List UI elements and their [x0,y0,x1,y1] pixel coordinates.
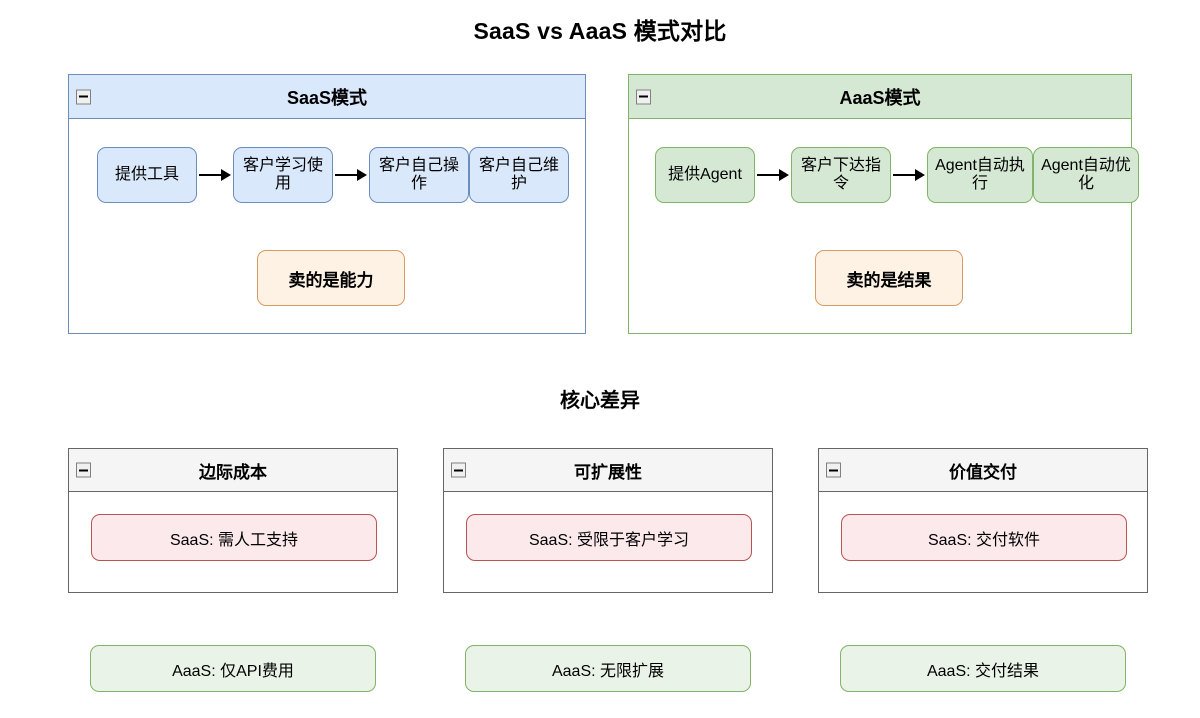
difference-card: 可扩展性 SaaS: 受限于客户学习 [443,448,773,593]
saas-value-chip[interactable]: SaaS: 受限于客户学习 [466,514,752,561]
collapse-minus-icon[interactable] [76,89,91,104]
saas-value-chip[interactable]: SaaS: 交付软件 [841,514,1127,561]
saas-tagline-box[interactable]: 卖的是能力 [257,250,405,306]
flow-step-aaas-1[interactable]: 提供Agent [655,147,755,203]
section-title-core-differences: 核心差异 [560,390,640,412]
difference-card-header: 价值交付 [819,449,1147,492]
flow-step-saas-3[interactable]: 客户自己操作 [369,147,469,203]
flow-step-aaas-3[interactable]: Agent自动执行 [927,147,1033,203]
difference-card: 价值交付 SaaS: 交付软件 [818,448,1148,593]
collapse-minus-icon[interactable] [636,89,651,104]
difference-card-title: 价值交付 [949,462,1017,482]
difference-card-title: 边际成本 [199,462,267,482]
aaas-value-chip[interactable]: AaaS: 仅API费用 [90,645,376,692]
collapse-minus-icon[interactable] [451,462,466,478]
flow-step-saas-2[interactable]: 客户学习使用 [233,147,333,203]
saas-value-chip[interactable]: SaaS: 需人工支持 [91,514,377,561]
flow-arrow-icon [197,168,233,182]
aaas-flow-row: 提供Agent 客户下达指令 Agent自动执行 Agent自动优化 [655,147,1139,203]
flow-step-saas-4[interactable]: 客户自己维护 [469,147,569,203]
panel-aaas-title: AaaS模式 [839,87,921,108]
aaas-value-chip[interactable]: AaaS: 交付结果 [840,645,1126,692]
saas-flow-row: 提供工具 客户学习使用 客户自己操作 客户自己维护 [97,147,569,203]
flow-arrow-icon [333,168,369,182]
difference-card-title: 可扩展性 [574,462,642,482]
difference-card: 边际成本 SaaS: 需人工支持 [68,448,398,593]
flow-step-aaas-4[interactable]: Agent自动优化 [1033,147,1139,203]
panel-aaas-header: AaaS模式 [629,75,1131,119]
page-title: SaaS vs AaaS 模式对比 [473,18,727,44]
panel-saas-title: SaaS模式 [286,87,368,108]
panel-saas-header: SaaS模式 [69,75,585,119]
flow-arrow-icon [891,168,927,182]
flow-step-aaas-2[interactable]: 客户下达指令 [791,147,891,203]
panel-saas-mode: SaaS模式 提供工具 客户学习使用 客户自己操作 客户自己维护 卖的是能力 [68,74,586,334]
collapse-minus-icon[interactable] [826,462,841,478]
collapse-minus-icon[interactable] [76,462,91,478]
difference-card-header: 可扩展性 [444,449,772,492]
aaas-value-chip[interactable]: AaaS: 无限扩展 [465,645,751,692]
difference-card-header: 边际成本 [69,449,397,492]
panel-aaas-mode: AaaS模式 提供Agent 客户下达指令 Agent自动执行 Agent自动优… [628,74,1139,334]
flow-arrow-icon [755,168,791,182]
aaas-tagline-box[interactable]: 卖的是结果 [815,250,963,306]
flow-step-saas-1[interactable]: 提供工具 [97,147,197,203]
